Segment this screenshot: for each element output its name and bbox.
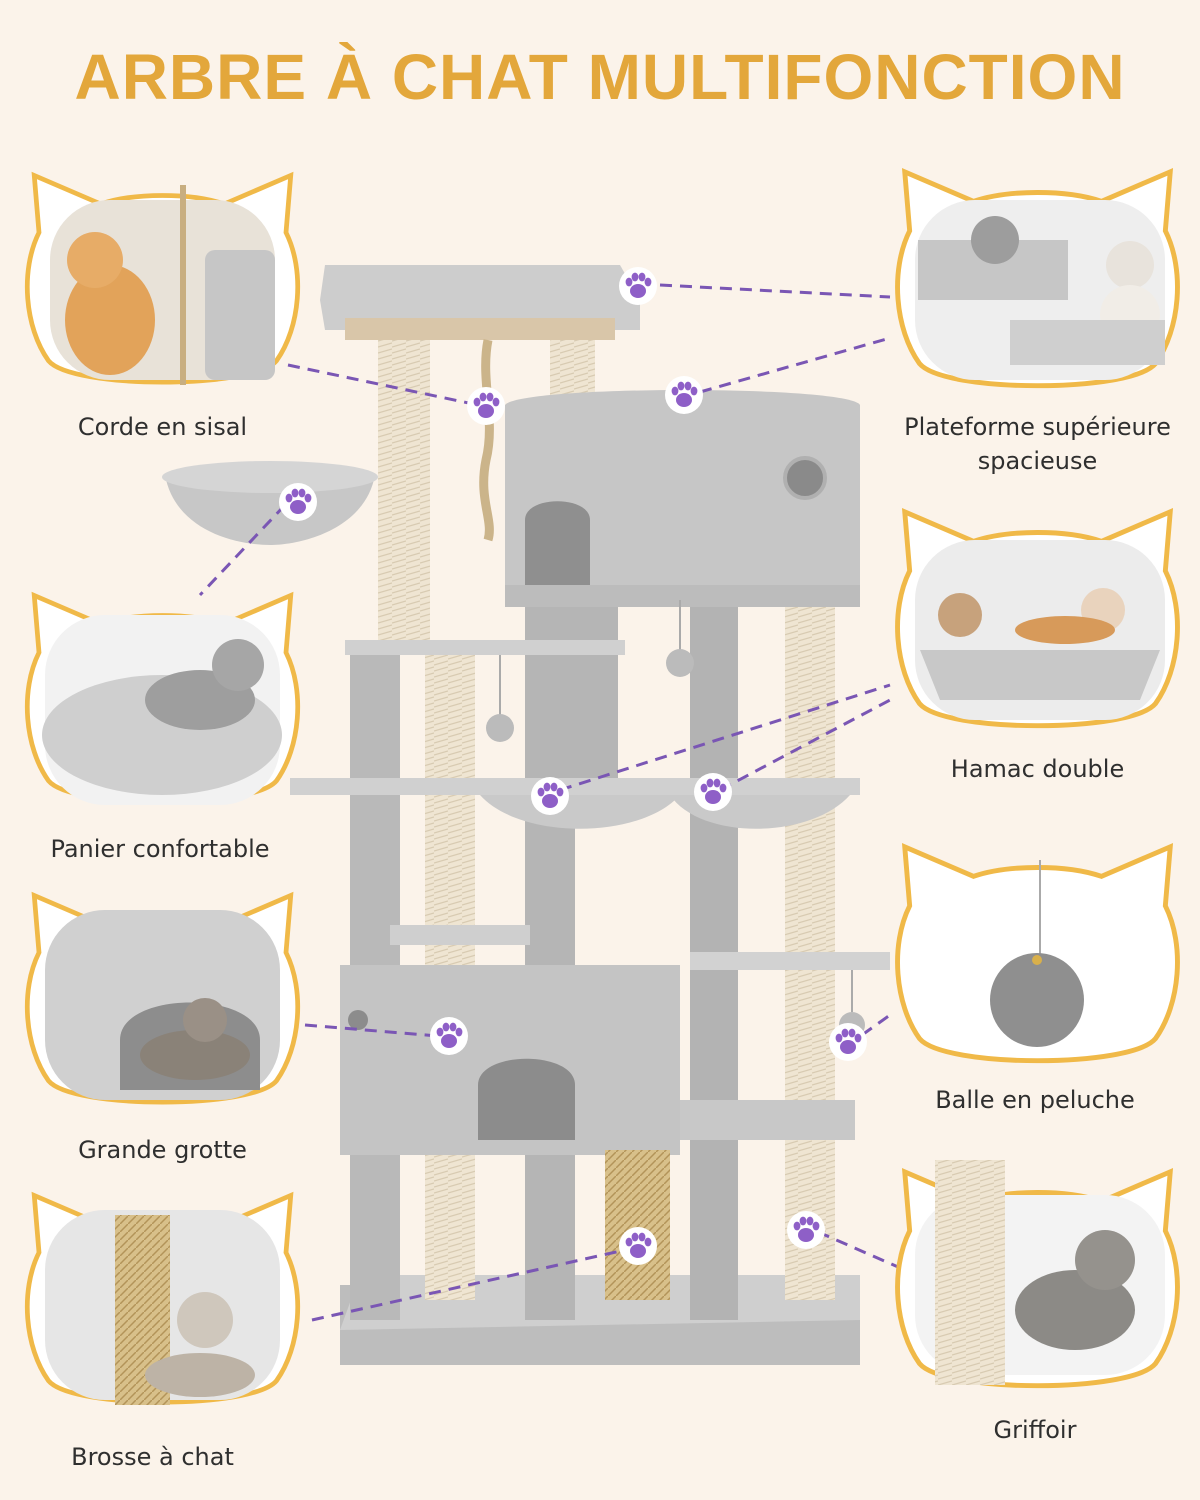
photo-scratcher xyxy=(915,1160,1165,1385)
photo-plush-ball xyxy=(990,860,1084,1047)
photo-brush xyxy=(45,1210,280,1405)
photo-sisal-rope xyxy=(50,185,275,385)
label-top-platform-line2: spacieuse xyxy=(977,447,1098,475)
paw-icon xyxy=(531,777,569,815)
paw-icon xyxy=(665,376,703,414)
photo-hammock xyxy=(915,540,1165,720)
photo-cave xyxy=(45,910,280,1100)
label-top-platform-line1: Plateforme supérieure xyxy=(904,413,1171,441)
paw-icon xyxy=(829,1023,867,1061)
photo-basket xyxy=(42,615,282,805)
paw-icon xyxy=(619,267,657,305)
leader-lines xyxy=(198,283,906,1322)
paw-icon xyxy=(619,1227,657,1265)
paw-icon xyxy=(787,1211,825,1249)
paw-icon xyxy=(279,483,317,521)
label-double-hammock: Hamac double xyxy=(950,755,1125,783)
paw-icon xyxy=(430,1017,468,1055)
cat-tree xyxy=(162,265,890,1365)
page-title: ARBRE À CHAT MULTIFONCTION xyxy=(74,41,1126,113)
label-basket: Panier confortable xyxy=(50,835,270,863)
label-cave: Grande grotte xyxy=(78,1136,247,1164)
label-plush-ball: Balle en peluche xyxy=(935,1086,1135,1114)
label-top-platform: Plateforme supérieure spacieuse xyxy=(880,410,1195,478)
label-scratcher: Griffoir xyxy=(993,1416,1077,1444)
paw-icon xyxy=(694,773,732,811)
label-sisal-rope: Corde en sisal xyxy=(77,413,248,441)
photo-top-platform xyxy=(915,200,1165,380)
label-brush: Brosse à chat xyxy=(71,1443,234,1471)
paw-icon xyxy=(467,387,505,425)
